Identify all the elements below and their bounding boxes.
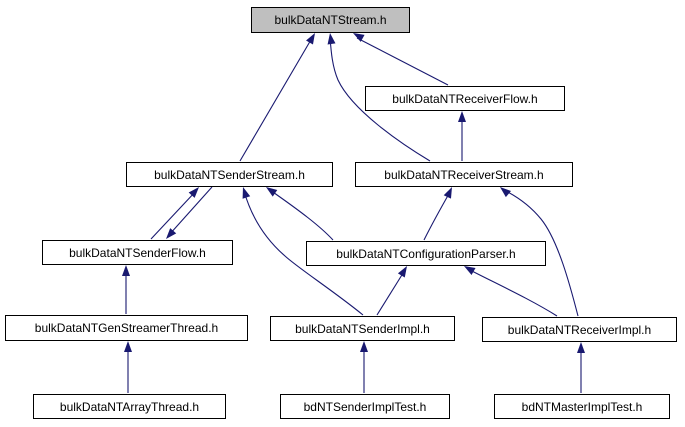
arrowhead-configParser-to-receiverStream	[443, 187, 452, 199]
node-bulkDataNTSenderFlow-h[interactable]: bulkDataNTSenderFlow.h	[42, 240, 233, 265]
node-bulkDataNTGenStreamerThread-h[interactable]: bulkDataNTGenStreamerThread.h	[5, 315, 248, 341]
node-label: bulkDataNTSenderImpl.h	[295, 321, 430, 336]
node-bdNTSenderImplTest-h[interactable]: bdNTSenderImplTest.h	[280, 394, 450, 419]
node-bdNTMasterImplTest-h[interactable]: bdNTMasterImplTest.h	[494, 394, 670, 419]
edge-senderImpl-to-configParser	[376, 269, 406, 316]
node-bulkDataNTReceiverImpl-h[interactable]: bulkDataNTReceiverImpl.h	[482, 317, 677, 342]
node-bulkDataNTReceiverFlow-h[interactable]: bulkDataNTReceiverFlow.h	[365, 86, 565, 111]
arrowhead-senderImplTest-to-senderImpl	[360, 341, 368, 352]
arrowhead-configParser-to-senderStream	[266, 187, 278, 197]
arrowhead-senderFlow-to-senderStream	[188, 187, 199, 198]
node-bulkDataNTReceiverStream-h[interactable]: bulkDataNTReceiverStream.h	[355, 162, 573, 187]
node-label: bdNTMasterImplTest.h	[521, 399, 643, 414]
arrowhead-senderImpl-to-configParser	[397, 266, 407, 278]
edge-receiverFlow-to-stream	[356, 37, 449, 86]
edge-receiverStream-to-stream	[329, 36, 431, 162]
edge-senderImpl-to-senderStream	[243, 190, 364, 316]
node-label: bulkDataNTArrayThread.h	[59, 399, 200, 414]
arrowhead-senderImpl-to-senderStream	[242, 187, 251, 199]
node-label: bulkDataNTReceiverFlow.h	[392, 91, 538, 106]
node-label: bulkDataNTStream.h	[274, 13, 387, 27]
arrowhead-receiverImpl-to-configParser	[464, 266, 476, 275]
arrowhead-masterImplTest-to-receiverImpl	[577, 342, 585, 353]
node-bulkDataNTSenderImpl-h[interactable]: bulkDataNTSenderImpl.h	[270, 316, 455, 341]
node-label: bulkDataNTSenderFlow.h	[69, 245, 206, 260]
edge-configParser-to-senderStream	[269, 189, 334, 241]
node-bulkDataNTArrayThread-h[interactable]: bulkDataNTArrayThread.h	[33, 394, 226, 419]
edge-senderFlow-to-senderStream	[150, 190, 197, 240]
node-label: bulkDataNTReceiverImpl.h	[507, 322, 652, 337]
arrowhead-receiverImpl-to-receiverStream	[500, 187, 511, 198]
arrowhead-receiverFlow-to-stream	[353, 33, 365, 42]
node-label: bulkDataNTSenderStream.h	[154, 167, 305, 182]
arrowhead-receiverStream-to-stream	[327, 33, 336, 45]
arrowhead-genStreamerThread-to-senderFlow	[122, 265, 130, 276]
edge-receiverImpl-to-configParser	[467, 268, 558, 317]
arrowhead-arrayThread-to-genStreamerThread	[124, 341, 132, 352]
node-bulkDataNTStream-h: bulkDataNTStream.h	[251, 7, 410, 33]
node-bulkDataNTConfigurationParser-h[interactable]: bulkDataNTConfigurationParser.h	[306, 241, 546, 266]
arrowhead-receiverStream-to-receiverFlow	[458, 111, 466, 122]
edge-senderStream-to-stream	[239, 37, 313, 162]
arrowhead-senderStream-to-senderFlow	[166, 228, 177, 239]
edge-configParser-to-receiverStream	[423, 191, 451, 241]
node-label: bulkDataNTReceiverStream.h	[384, 167, 544, 182]
edge-receiverImpl-to-receiverStream	[503, 189, 579, 317]
node-bulkDataNTSenderStream-h[interactable]: bulkDataNTSenderStream.h	[126, 162, 333, 187]
node-label: bulkDataNTConfigurationParser.h	[336, 246, 516, 261]
node-label: bulkDataNTGenStreamerThread.h	[34, 321, 219, 335]
node-label: bdNTSenderImplTest.h	[303, 399, 427, 414]
arrowhead-senderStream-to-stream	[306, 33, 315, 45]
edge-senderStream-to-senderFlow	[168, 186, 213, 236]
